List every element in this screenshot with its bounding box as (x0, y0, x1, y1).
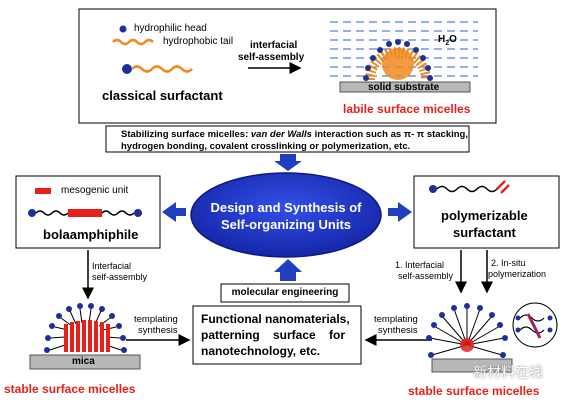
water-lines (330, 21, 478, 77)
functional-box (192, 305, 362, 365)
functional-line-2: patterning surface for (201, 328, 346, 342)
zoom-inset-icon (512, 302, 558, 348)
stabilize-line-2: hydrogen bonding, covalent crosslinking … (121, 141, 411, 152)
stable-micelles-left-caption: stable surface micelles (4, 382, 136, 396)
polymerizable-label-2: surfactant (453, 225, 516, 240)
bolaamphiphile-molecule-icon (28, 209, 142, 217)
templating-right-1: templating (374, 314, 418, 325)
arrow-label-1: interfacial (250, 40, 298, 51)
templating-left-2: synthesis (138, 325, 178, 336)
center-ellipse (190, 172, 382, 258)
ellipse-line-1: Design and Synthesis of (210, 200, 362, 215)
solid-substrate (339, 81, 471, 93)
right-arrow-1-label-1: 1. Interfacial (395, 260, 445, 270)
arrow-left (162, 202, 186, 222)
stable-micelles-right-caption: stable surface micelles (408, 384, 540, 398)
polymerizable-label-1: polymerizable (441, 208, 528, 223)
ellipse-line-2: Self-organizing Units (221, 217, 351, 232)
arrow-right (388, 202, 412, 222)
mesogenic-unit-label: mesogenic unit (61, 185, 129, 196)
labile-micelles-caption: labile surface micelles (343, 102, 471, 116)
stabilize-line-1: Stabilizing surface micelles: van der Wa… (121, 129, 468, 140)
mica-label: mica (72, 356, 95, 367)
right-substrate (431, 358, 513, 373)
watermark-label: 新材料在线 (473, 364, 543, 380)
engineering-box (220, 283, 350, 303)
labile-micelle-icon (363, 39, 433, 81)
templating-left-1: templating (134, 314, 178, 325)
polymerizable-surfactant-icon (429, 180, 510, 194)
left-arrow-label-1: Interfacial (92, 261, 132, 271)
right-arrow-2-label-1: 2. In-situ (491, 258, 526, 268)
functional-line-1: Functional nanomaterials, (201, 312, 350, 326)
arrow-up (274, 259, 302, 281)
bolaamphiphile-label: bolaamphiphile (43, 227, 139, 242)
right-arrow-1-label-2: self-assembly (398, 271, 454, 281)
legend-head-label: hydrophilic head (134, 23, 207, 34)
classical-surfactant-label: classical surfactant (102, 88, 223, 103)
water-label: H2O (438, 34, 457, 47)
mesogenic-unit-icon (35, 188, 51, 194)
templating-right-2: synthesis (378, 325, 418, 336)
left-arrow-label-2: self-assembly (92, 272, 148, 282)
surfactant-head-icon (122, 64, 132, 74)
arrow-label-2: self-assembly (238, 52, 305, 63)
surfactant-tail-icon (131, 65, 193, 73)
solid-substrate-label: solid substrate (368, 82, 440, 93)
right-arrow-2-label-2: polymerization (488, 269, 547, 279)
engineering-label: molecular engineering (231, 287, 339, 298)
stable-micelle-left-icon (44, 303, 127, 353)
arrow-down-top (274, 154, 302, 171)
stable-micelle-right-icon (426, 303, 508, 358)
legend-tail-label: hydrophobic tail (163, 36, 234, 47)
stabilize-box (105, 125, 470, 153)
head-legend-icon (119, 25, 127, 33)
functional-line-3: nanotechnology, etc. (201, 344, 321, 358)
mica-substrate (29, 354, 141, 370)
tail-legend-icon (112, 38, 154, 46)
